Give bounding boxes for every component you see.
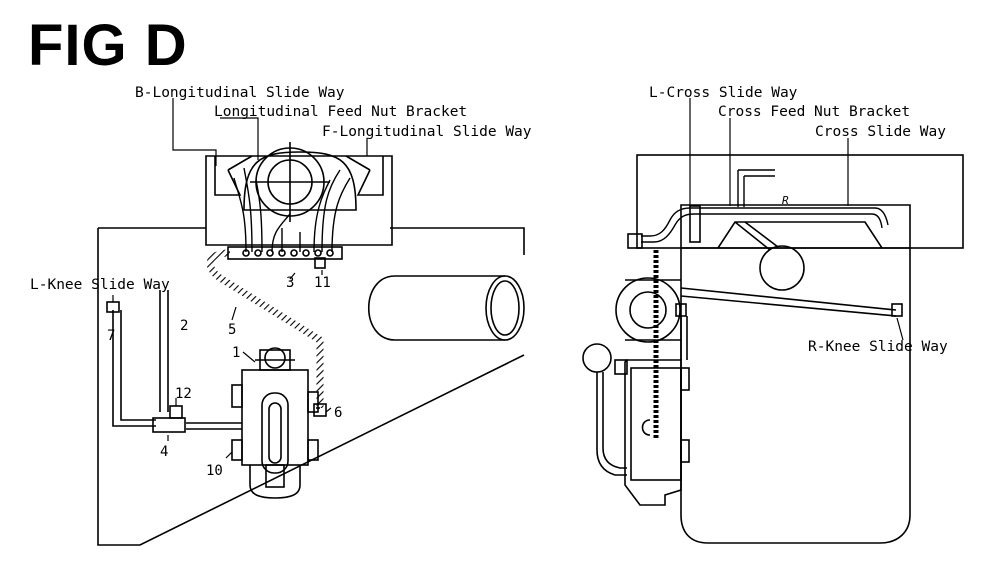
label-r-knee-slide-way: R-Knee Slide Way (808, 339, 948, 355)
mark-r: R (782, 194, 789, 207)
right-leader-lines (689, 98, 904, 341)
label-f-longitudinal-slide-way: F-Longitudinal Slide Way (322, 124, 532, 140)
way-oil-lines (233, 167, 351, 253)
right-dovetail (345, 155, 384, 196)
callout-2: 2 (180, 318, 188, 334)
figure-title: FIG D (28, 13, 188, 78)
label-b-longitudinal-slide-way: B-Longitudinal Slide Way (135, 85, 345, 101)
diagonal-rod (680, 287, 897, 317)
callout-5: 5 (228, 322, 236, 338)
label-l-knee-slide-way: L-Knee Slide Way (30, 277, 170, 293)
label-longitudinal-feed-nut-bracket: Longitudinal Feed Nut Bracket (214, 104, 467, 120)
label-cross-slide-way: Cross Slide Way (815, 124, 946, 140)
feed-nut-bracket (243, 142, 357, 222)
callout-11: 11 (314, 275, 331, 291)
leader-lines (112, 98, 368, 459)
gearbox (582, 343, 690, 506)
knee-body-outline (97, 227, 525, 546)
label-l-cross-slide-way: L-Cross Slide Way (649, 85, 798, 101)
column-body (680, 204, 911, 544)
knee-oil-lines (112, 290, 320, 430)
callout-12: 12 (175, 386, 192, 402)
cross-dovetail (717, 221, 883, 249)
cross-feed-nut (759, 245, 805, 291)
cross-housing (615, 277, 681, 343)
hose-5 (206, 249, 324, 408)
fitting-11 (314, 257, 326, 269)
callout-10: 10 (206, 463, 223, 479)
table-block (636, 154, 964, 249)
fitting-12 (169, 405, 183, 419)
right-view (582, 98, 964, 544)
fitting-4 (152, 417, 186, 433)
callout-3: 3 (286, 275, 294, 291)
pump-body (231, 347, 319, 499)
distributor-ports (242, 249, 334, 257)
fitting-6 (313, 403, 327, 417)
label-cross-feed-nut-bracket: Cross Feed Nut Bracket (718, 104, 910, 120)
callout-1: 1 (232, 345, 240, 361)
callout-4: 4 (160, 444, 168, 460)
callout-7: 7 (107, 328, 115, 344)
callout-6: 6 (334, 405, 342, 421)
quill-cylinder (367, 275, 505, 341)
left-view (97, 98, 525, 546)
cross-oil-lines (641, 169, 889, 243)
left-dovetail (214, 155, 253, 196)
saddle-block (205, 155, 393, 246)
